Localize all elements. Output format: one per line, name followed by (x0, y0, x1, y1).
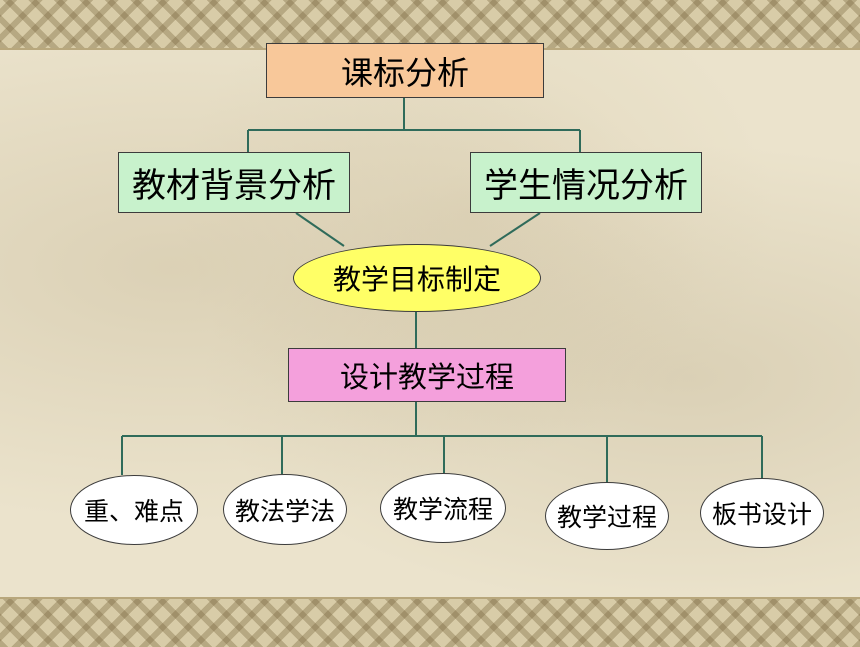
node-student-analysis: 学生情况分析 (470, 152, 702, 213)
connector-student-goal (489, 212, 541, 247)
leaf-node-label: 教法学法 (234, 496, 335, 526)
node-textbook-analysis-label: 教材背景分析 (132, 166, 336, 206)
leaf-node-label: 教学流程 (392, 495, 493, 524)
leaf-node: 教法学法 (223, 474, 347, 545)
node-root-label: 课标分析 (340, 53, 469, 92)
leaf-node: 教学流程 (380, 473, 506, 543)
leaf-node: 重、难点 (70, 475, 198, 545)
node-student-analysis-label: 学生情况分析 (484, 166, 688, 206)
bottom-decorative-border (0, 597, 860, 647)
node-teaching-goal: 教学目标制定 (293, 244, 541, 312)
node-textbook-analysis: 教材背景分析 (118, 152, 350, 213)
leaf-node-label: 板书设计 (711, 500, 812, 529)
leaf-node: 教学过程 (545, 482, 669, 550)
node-teaching-goal-label: 教学目标制定 (332, 263, 501, 296)
leaf-node-label: 重、难点 (83, 497, 184, 526)
connector-textbook-goal (295, 212, 345, 247)
node-design-process-label: 设计教学过程 (339, 360, 514, 394)
node-root: 课标分析 (266, 43, 544, 98)
node-design-process: 设计教学过程 (288, 348, 566, 402)
top-decorative-border (0, 0, 860, 50)
leaf-node: 板书设计 (700, 478, 824, 548)
leaf-node-label: 教学过程 (556, 503, 657, 532)
